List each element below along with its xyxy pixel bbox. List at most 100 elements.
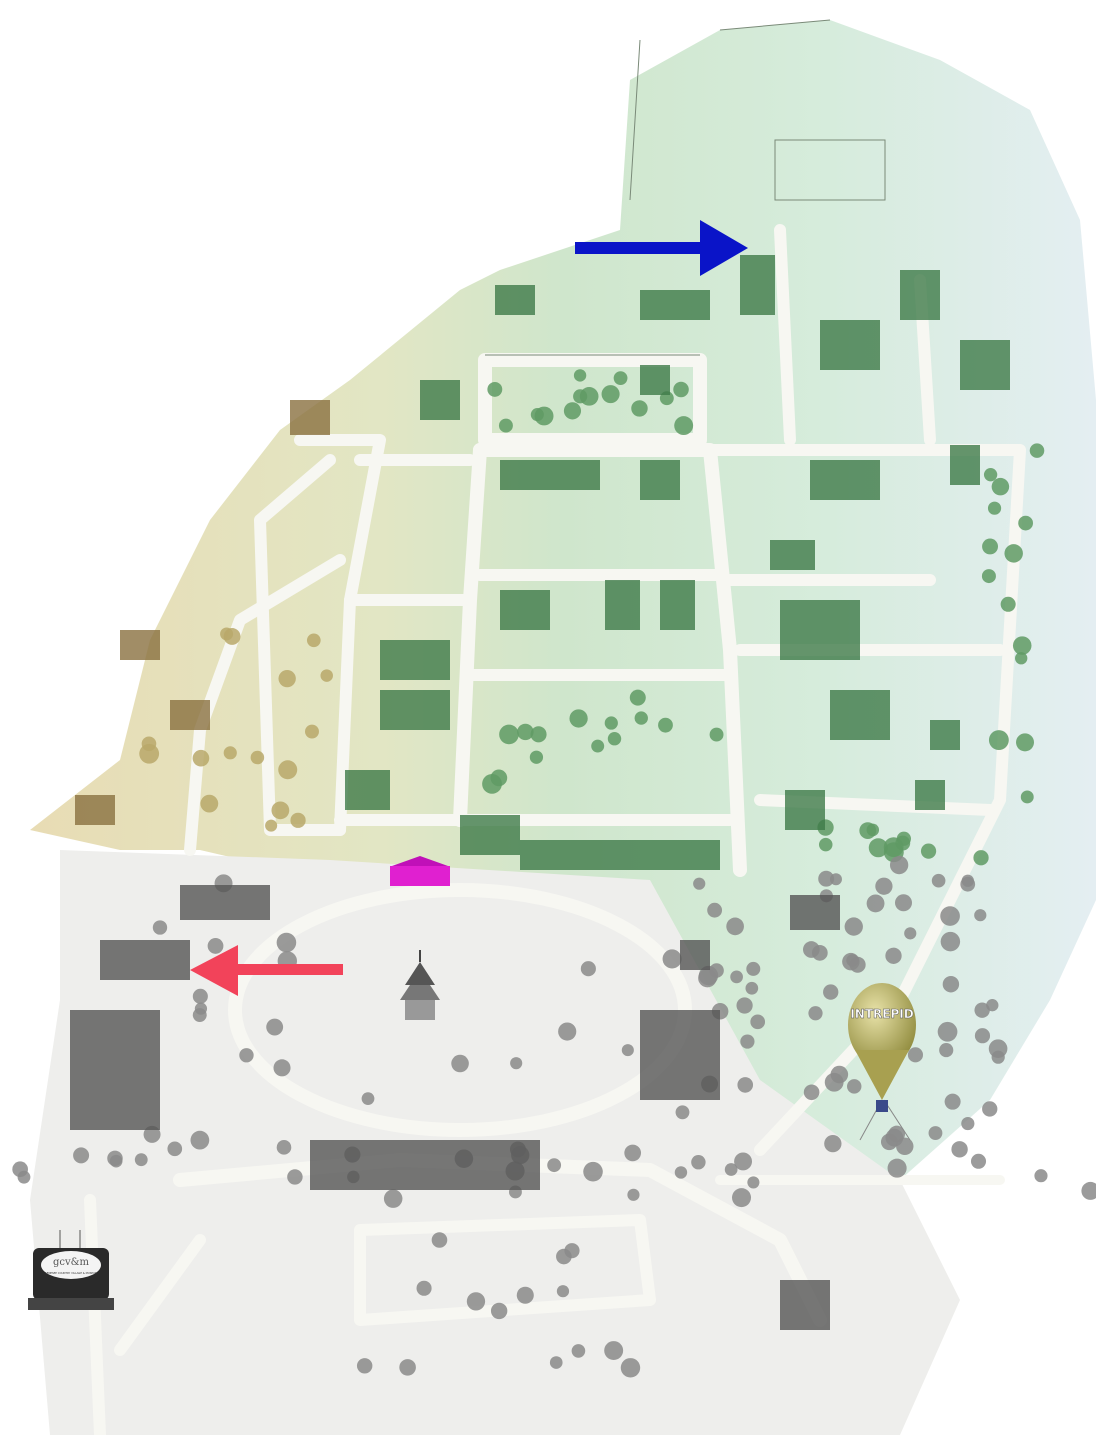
tree bbox=[431, 1232, 448, 1248]
tree bbox=[726, 917, 744, 936]
tree bbox=[621, 1044, 634, 1057]
tree bbox=[220, 627, 234, 641]
tree bbox=[1016, 733, 1035, 752]
building bbox=[640, 1010, 720, 1100]
tree bbox=[737, 1077, 754, 1093]
tree bbox=[604, 716, 618, 730]
tree bbox=[620, 1358, 641, 1378]
building bbox=[120, 630, 160, 660]
tree bbox=[604, 1341, 624, 1361]
tree bbox=[880, 1133, 898, 1151]
tree bbox=[200, 794, 219, 813]
tree bbox=[109, 1154, 123, 1168]
tree bbox=[451, 1054, 469, 1073]
tree bbox=[190, 1130, 210, 1150]
building bbox=[500, 590, 550, 630]
tree bbox=[803, 1084, 820, 1101]
red-arrow bbox=[190, 945, 343, 996]
tree bbox=[736, 997, 753, 1014]
buildings bbox=[70, 255, 1010, 1330]
tree bbox=[940, 906, 960, 926]
building bbox=[900, 270, 940, 320]
tree bbox=[383, 1189, 403, 1208]
tree bbox=[747, 1176, 760, 1189]
building bbox=[785, 790, 825, 830]
tree bbox=[983, 468, 998, 482]
tree bbox=[883, 837, 904, 858]
tree bbox=[239, 1048, 254, 1063]
tree bbox=[558, 1022, 577, 1041]
building bbox=[420, 380, 460, 420]
tree bbox=[823, 984, 839, 1000]
tree bbox=[693, 877, 706, 890]
tree bbox=[931, 873, 946, 888]
tree bbox=[607, 732, 622, 746]
tree bbox=[139, 743, 160, 764]
tree bbox=[529, 750, 544, 764]
tree bbox=[583, 1161, 603, 1182]
tree bbox=[356, 1358, 373, 1374]
tree bbox=[278, 669, 296, 688]
building bbox=[780, 1280, 830, 1330]
building bbox=[495, 285, 535, 315]
building bbox=[500, 460, 600, 490]
tree bbox=[1029, 443, 1045, 458]
tree bbox=[1020, 790, 1034, 804]
tree bbox=[691, 1155, 706, 1170]
tree bbox=[549, 1356, 563, 1369]
blue-arrow bbox=[575, 220, 748, 276]
tree bbox=[811, 944, 828, 961]
tree bbox=[223, 746, 237, 760]
tree bbox=[907, 1047, 924, 1063]
tree bbox=[498, 418, 513, 433]
tree bbox=[631, 400, 648, 417]
tree bbox=[709, 727, 724, 742]
tree bbox=[675, 1105, 690, 1120]
tree bbox=[569, 709, 588, 728]
tree bbox=[885, 947, 902, 964]
tree bbox=[143, 1125, 161, 1143]
tree bbox=[928, 1126, 943, 1140]
tree bbox=[1081, 1181, 1096, 1200]
tree bbox=[982, 538, 998, 555]
tree bbox=[889, 855, 909, 875]
tree bbox=[591, 739, 605, 753]
tree bbox=[573, 389, 588, 404]
tree bbox=[698, 965, 719, 986]
tree bbox=[940, 931, 961, 952]
building bbox=[830, 690, 890, 740]
tree bbox=[580, 961, 596, 977]
tree bbox=[490, 1302, 508, 1320]
tree bbox=[278, 760, 298, 780]
tree bbox=[973, 850, 989, 866]
tree bbox=[939, 1043, 954, 1058]
tree bbox=[707, 902, 723, 918]
tree bbox=[134, 1153, 148, 1167]
building bbox=[70, 1010, 160, 1130]
tree bbox=[629, 689, 646, 706]
tree bbox=[399, 1359, 416, 1376]
building bbox=[310, 1140, 540, 1190]
tree bbox=[556, 1285, 570, 1298]
tree bbox=[466, 1292, 486, 1311]
tree bbox=[982, 1101, 998, 1117]
building bbox=[960, 340, 1010, 390]
tree bbox=[818, 870, 835, 887]
tree bbox=[192, 749, 210, 767]
tree bbox=[571, 1344, 586, 1358]
tree bbox=[266, 1018, 284, 1036]
sign-name: GENESEE COUNTRY VILLAGE & MUSEUM bbox=[45, 1271, 97, 1275]
building bbox=[790, 895, 840, 930]
tree bbox=[745, 981, 759, 995]
tree bbox=[887, 1158, 907, 1178]
tree bbox=[547, 1158, 562, 1173]
building bbox=[915, 780, 945, 810]
tree bbox=[287, 1169, 303, 1185]
tree bbox=[944, 1093, 961, 1110]
building bbox=[640, 290, 710, 320]
tree bbox=[627, 1188, 640, 1201]
building bbox=[170, 700, 210, 730]
village-zone bbox=[30, 20, 1096, 1180]
